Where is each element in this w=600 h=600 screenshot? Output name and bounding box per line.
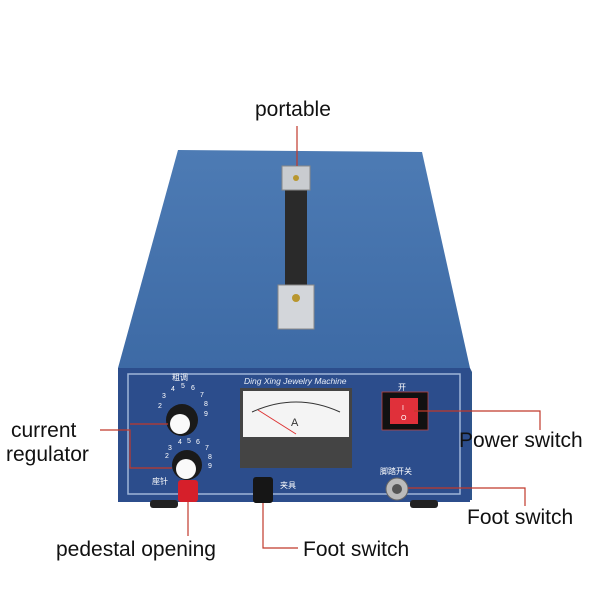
callout-power-switch: Power switch [459, 429, 583, 452]
switch-off-symbol: O [401, 415, 407, 422]
handle-bracket-top [281, 165, 311, 191]
dial-number: 7 [200, 392, 204, 399]
dial-scale-bottom: 2 3 4 5 6 7 8 9 [165, 438, 212, 470]
switch-on-symbol: I [402, 405, 404, 412]
dial-number: 2 [158, 403, 162, 410]
dial-number: 4 [178, 439, 182, 446]
handle-bracket-bottom [277, 284, 315, 330]
callout-pedestal-opening: pedestal opening [56, 538, 216, 561]
dial-number: 5 [187, 438, 191, 445]
foot-left [150, 500, 178, 508]
dial-number: 3 [162, 393, 166, 400]
dial-number: 6 [196, 439, 200, 446]
dial-number: 6 [191, 385, 195, 392]
callout-foot-switch-bottom: Foot switch [303, 538, 410, 561]
clamp-label: 夹具 [280, 480, 296, 490]
dial-number: 2 [165, 453, 169, 460]
ammeter-scale [251, 401, 341, 413]
fine-knob-cap [176, 459, 196, 479]
dial-number: 5 [181, 383, 185, 390]
dial-scale-top: 2 3 4 5 6 7 8 9 [158, 383, 208, 418]
pedestal-socket[interactable] [178, 480, 198, 502]
screw-icon [292, 294, 300, 302]
callout-portable: portable [255, 98, 331, 121]
coarse-knob-cap [170, 414, 190, 434]
coarse-label: 粗调 [172, 372, 188, 382]
front-panel-border [127, 373, 461, 495]
clamp-socket[interactable] [253, 477, 273, 503]
ammeter-face [243, 391, 349, 437]
meter-unit: A [291, 417, 299, 429]
dial-number: 3 [168, 445, 172, 452]
callout-lines [100, 126, 541, 549]
foot-pedal-label: 脚踏开关 [380, 466, 412, 476]
handle-strap [285, 180, 307, 300]
seat-pin-label: 座针 [152, 476, 168, 486]
foot-switch-pin [392, 484, 402, 494]
power-on-label: 开 [398, 383, 406, 392]
ammeter-needle [257, 409, 297, 435]
power-switch[interactable] [390, 398, 418, 424]
dial-number: 7 [205, 445, 209, 452]
callout-foot-switch-right: Foot switch [467, 506, 574, 529]
brand-text: Ding Xing Jewelry Machine [244, 376, 347, 386]
dial-number: 8 [204, 401, 208, 408]
callout-current-regulator-line1: current [11, 419, 77, 442]
dial-number: 4 [171, 386, 175, 393]
screw-icon [293, 175, 299, 181]
foot-right [410, 500, 438, 508]
dial-number: 9 [208, 463, 212, 470]
dial-number: 8 [208, 454, 212, 461]
dial-number: 9 [204, 411, 208, 418]
callout-current-regulator-line2: regulator [6, 443, 89, 466]
